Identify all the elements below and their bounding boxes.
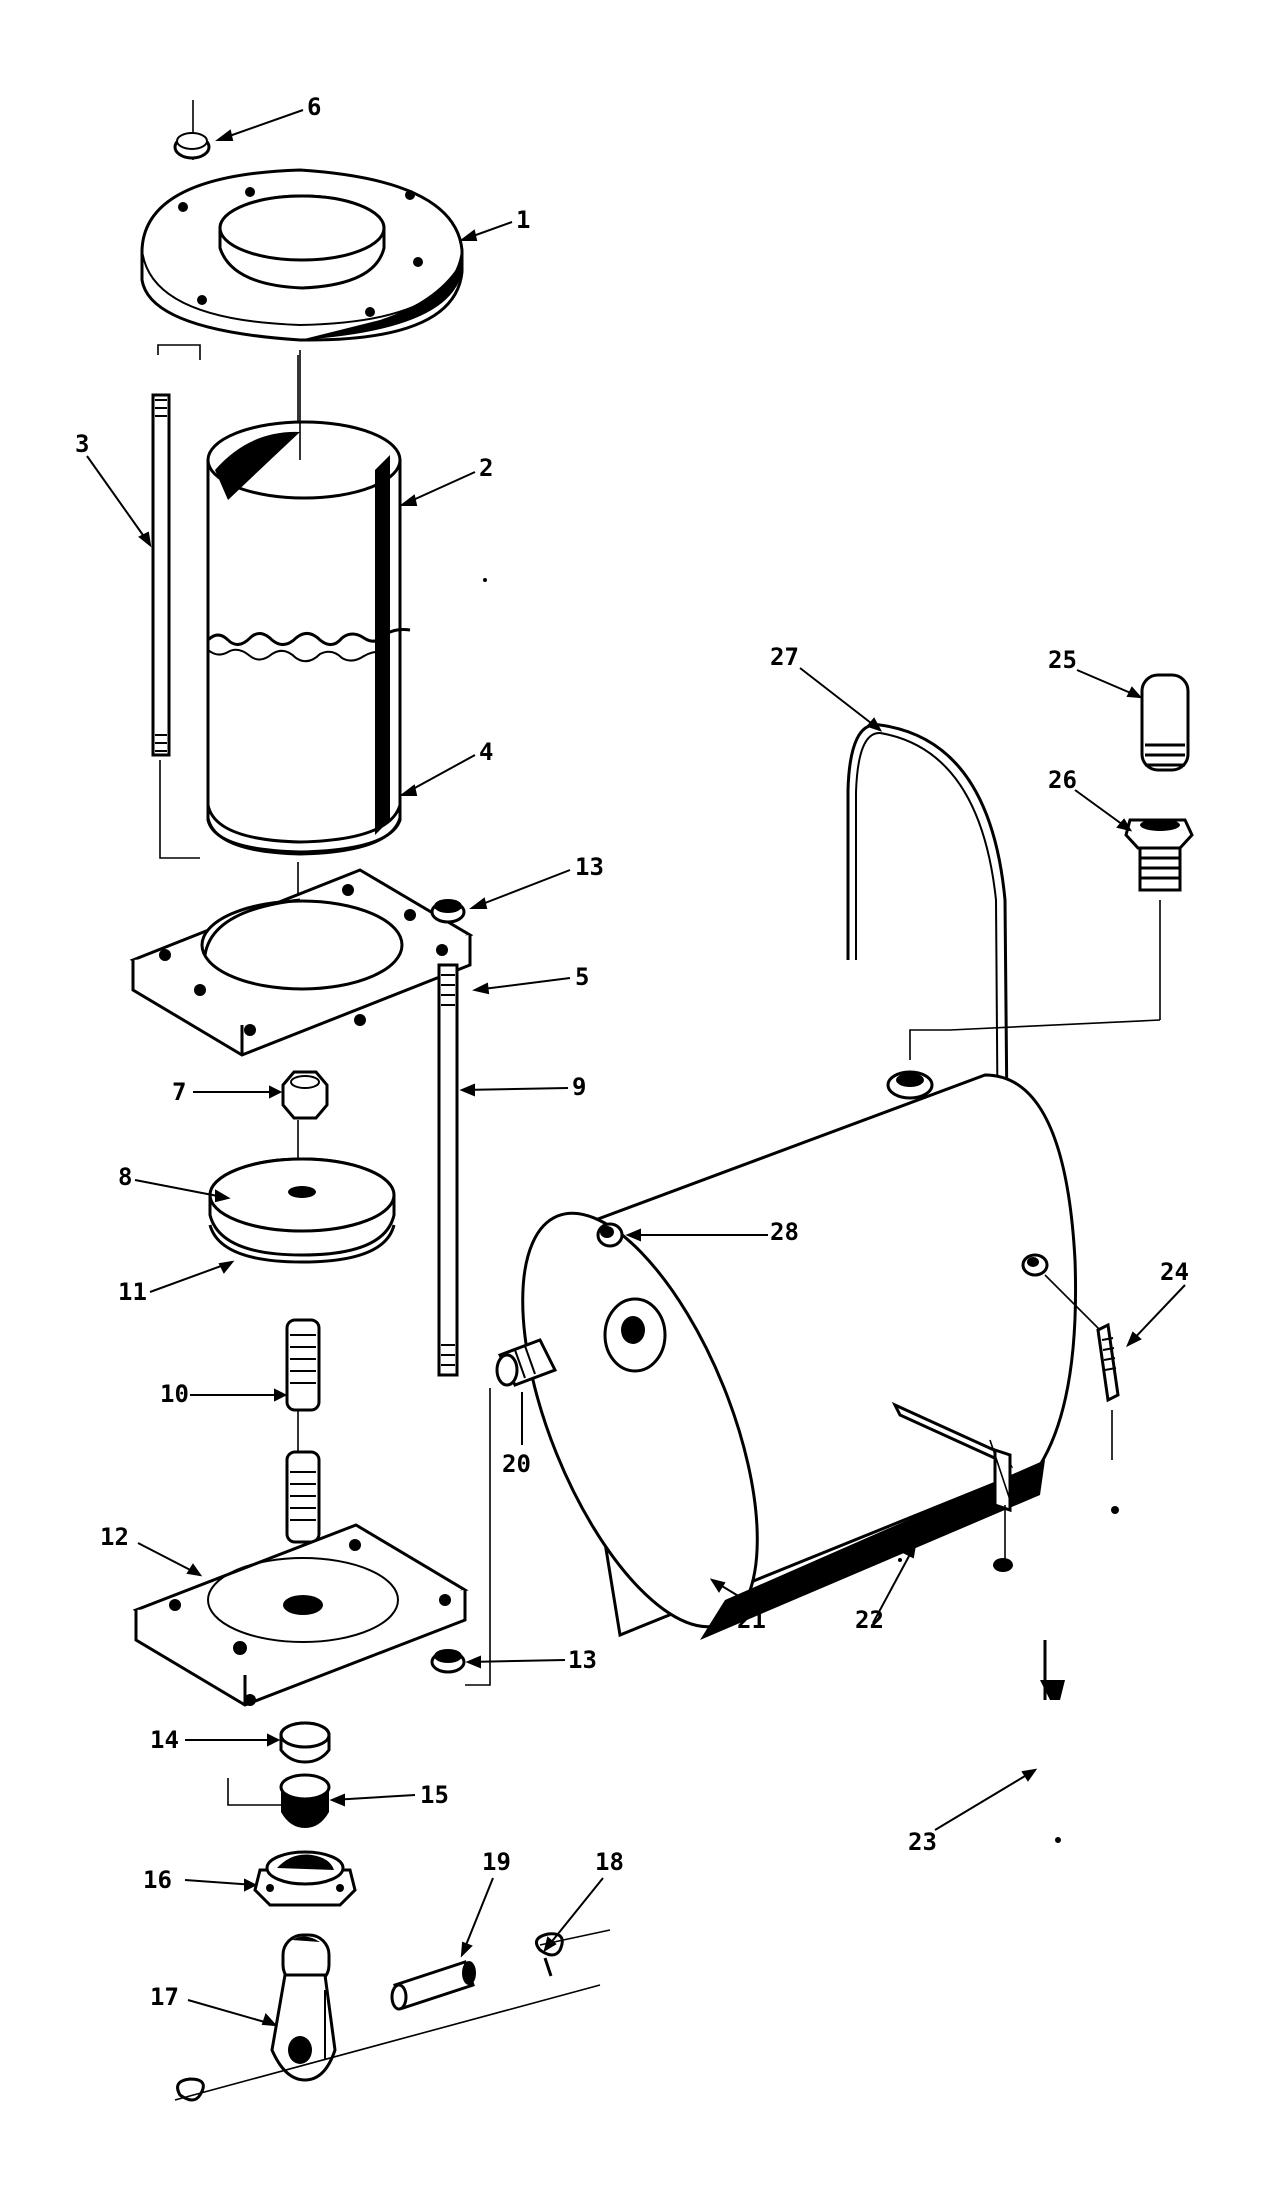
callout-10: 10	[160, 1380, 189, 1408]
part-14-ring	[279, 1721, 331, 1764]
callout-3: 3	[75, 430, 89, 458]
clevis-pin-axis	[174, 1984, 601, 2101]
leader-26-tank	[909, 1019, 1161, 1060]
callout-15: 15	[420, 1781, 449, 1809]
callout-18: 18	[595, 1848, 624, 1876]
part-25-cap	[1140, 673, 1190, 772]
part-17-clevis	[270, 1933, 337, 2082]
part-23-drain	[1040, 1640, 1065, 1700]
callout-24: 24	[1160, 1258, 1189, 1286]
callout-14: 14	[150, 1726, 179, 1754]
part-21-tank	[521, 1070, 1078, 1640]
part-13-nut-top	[430, 899, 466, 924]
part-13-nut-bottom	[430, 1649, 466, 1674]
leader-20-tank	[465, 1388, 491, 1686]
part-2-cylinder	[206, 350, 411, 856]
callout-9: 9	[572, 1073, 586, 1101]
callout-1: 1	[516, 206, 530, 234]
part-19-pin	[390, 1960, 476, 2011]
part-7-hex-nut	[281, 1070, 329, 1120]
callout-13-top: 13	[575, 853, 604, 881]
callout-26: 26	[1048, 766, 1077, 794]
callout-12: 12	[100, 1523, 129, 1551]
callout-13-bottom: 13	[568, 1646, 597, 1674]
part-10-stud	[285, 1318, 321, 1544]
part-18-clip	[534, 1932, 564, 1977]
callout-5: 5	[575, 963, 589, 991]
part-5-square-plate	[129, 868, 474, 1057]
callout-27: 27	[770, 643, 799, 671]
callout-23: 23	[908, 1828, 937, 1856]
callout-11: 11	[118, 1278, 147, 1306]
leader-14-15	[227, 1778, 281, 1806]
part-3-tie-rod	[151, 344, 201, 859]
part-27-tube	[846, 723, 1012, 1441]
part-24-valve	[1044, 1274, 1120, 1460]
part-20-fitting	[495, 1338, 558, 1387]
part-16-housing	[253, 1850, 357, 1907]
callout-8: 8	[118, 1163, 132, 1191]
callout-19: 19	[482, 1848, 511, 1876]
part-18-clip-left	[176, 2077, 205, 2102]
callout-16: 16	[143, 1866, 172, 1894]
callout-17: 17	[150, 1983, 179, 2011]
part-12-base-plate	[132, 1523, 469, 1707]
callout-20: 20	[502, 1450, 531, 1478]
part-6-nut	[173, 132, 211, 160]
part-1-top-plate	[140, 168, 464, 342]
callout-4: 4	[479, 738, 493, 766]
part-8-piston-disc	[208, 1157, 396, 1264]
callout-21: 21	[737, 1606, 766, 1634]
callout-28: 28	[770, 1218, 799, 1246]
callout-7: 7	[172, 1078, 186, 1106]
part-15-bushing	[279, 1773, 331, 1828]
callout-2: 2	[479, 454, 493, 482]
callout-22: 22	[855, 1606, 884, 1634]
part-9-tie-rod	[437, 963, 459, 1377]
part-26-fitting	[1124, 818, 1194, 892]
callout-25: 25	[1048, 646, 1077, 674]
leader-lines	[86, 109, 1186, 2027]
part-22-bracket	[891, 1401, 1014, 1572]
callout-6: 6	[307, 93, 321, 121]
